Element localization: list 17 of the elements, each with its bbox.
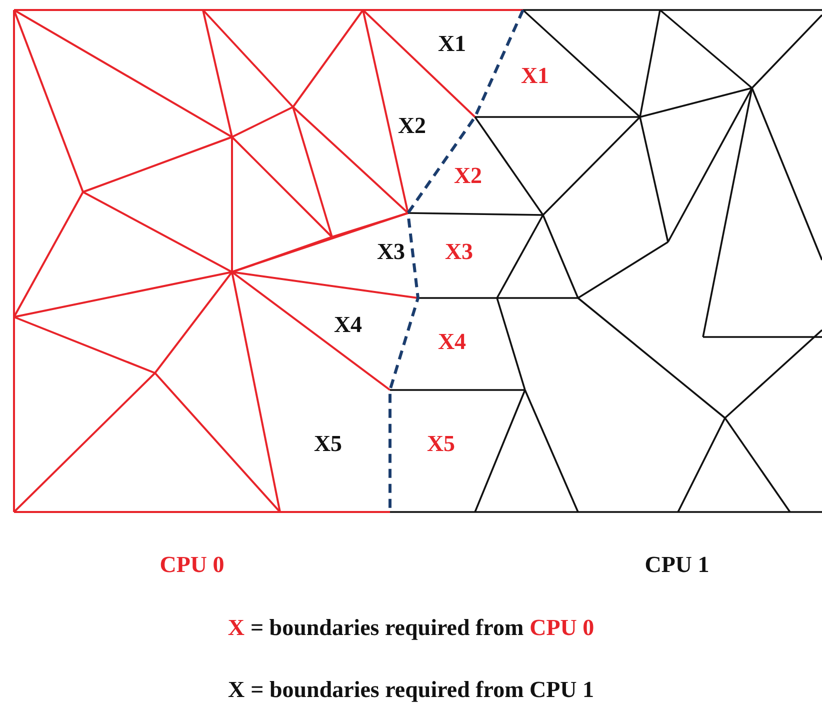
region-label: X3 xyxy=(376,239,406,265)
region-label: X1 xyxy=(438,31,466,57)
region-label: CPU 1 xyxy=(644,552,710,578)
region-label: X5 xyxy=(314,431,342,457)
legend-text: = boundaries required from CPU 1 xyxy=(250,677,594,703)
region-label: X2 xyxy=(398,113,426,139)
region-label: X4 xyxy=(438,329,466,355)
legend-text: CPU 0 xyxy=(530,615,594,641)
region-label: X1 xyxy=(520,63,550,89)
region-label: X5 xyxy=(426,431,456,457)
region-label: X4 xyxy=(334,312,362,338)
region-label: X2 xyxy=(454,163,482,189)
legend-text: = boundaries required from xyxy=(250,615,524,641)
legend-text: X xyxy=(228,615,244,641)
region-label: X3 xyxy=(444,239,474,265)
region-label: CPU 0 xyxy=(160,552,224,578)
legend-text: X xyxy=(228,677,245,703)
